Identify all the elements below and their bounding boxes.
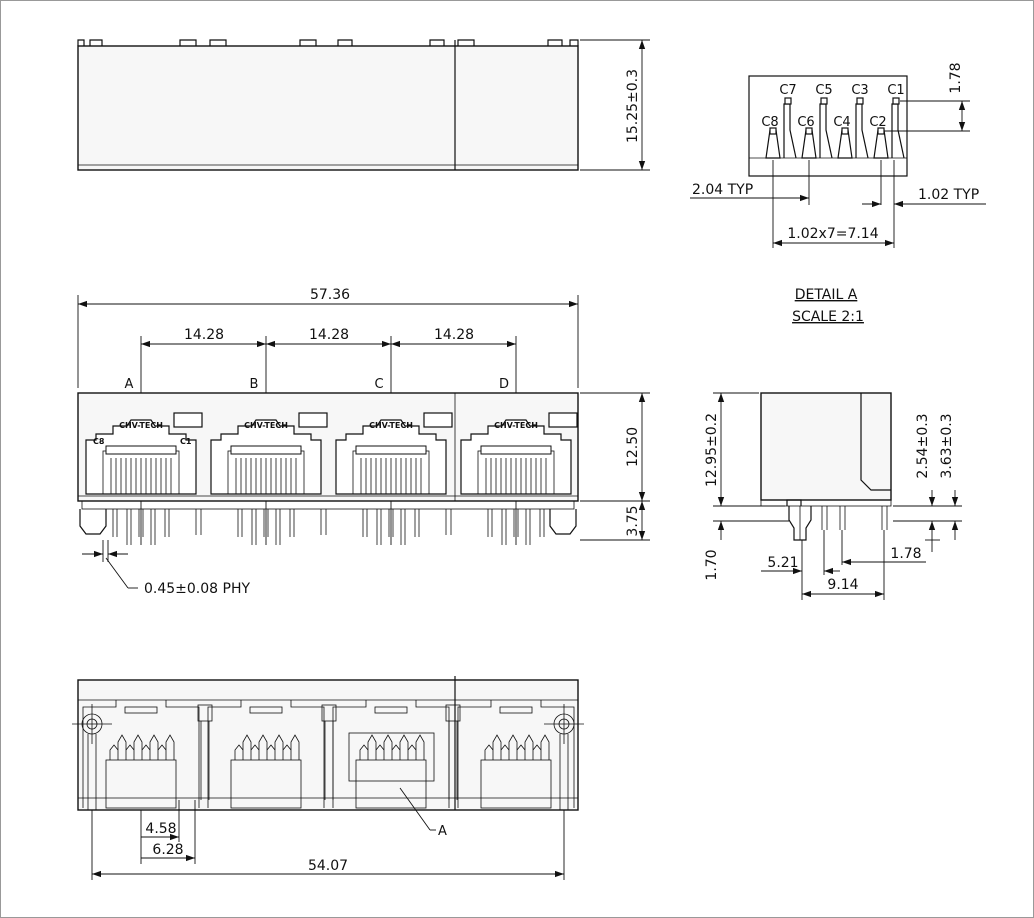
edge-label-c1: C1 <box>180 437 192 446</box>
contact-label-c2: C2 <box>869 115 886 130</box>
dim-pitch-1: 14.28 <box>184 327 224 343</box>
dim-bottom-a: 4.58 <box>145 821 176 837</box>
side-view: 12.95±0.2 1.70 2.54±0.3 3.63±0.3 5.21 1.… <box>704 392 962 600</box>
dim-side-height: 12.95±0.2 <box>704 413 720 487</box>
contact-label-c8: C8 <box>761 115 778 130</box>
dim-pin-dia: 0.45±0.08 PHY <box>144 581 250 597</box>
port-label-b: B <box>250 377 259 392</box>
contact-label-c7: C7 <box>779 83 796 98</box>
contact-label-c4: C4 <box>833 115 850 130</box>
dim-detail-typ-left: 2.04 TYP <box>692 182 753 198</box>
dim-pin-length: 3.75 <box>625 505 641 536</box>
dim-side-offset-1: 2.54±0.3 <box>915 413 931 478</box>
detail-title: DETAIL A <box>795 287 858 303</box>
contact-label-c1: C1 <box>887 83 904 98</box>
dim-front-height: 12.50 <box>625 427 641 467</box>
port-label-d: D <box>499 377 509 392</box>
port-label-c: C <box>374 377 383 392</box>
top-view: 15.25±0.3 <box>77 39 650 171</box>
detail-scale: SCALE 2:1 <box>792 309 864 325</box>
contact-label-c3: C3 <box>851 83 868 98</box>
dim-side-pin-c: 1.78 <box>890 546 921 562</box>
contact-label-c5: C5 <box>815 83 832 98</box>
dim-detail-span: 1.02x7=7.14 <box>787 226 878 242</box>
detail-callout-a: A <box>438 824 447 839</box>
dim-bottom-b: 6.28 <box>152 842 183 858</box>
dim-detail-row-label: 1.78 <box>948 62 964 93</box>
brand-mark-c: CHV-TECH <box>369 421 413 430</box>
brand-mark-a: CHV-TECH <box>119 421 163 430</box>
dim-side-pin-a: 5.21 <box>767 555 798 571</box>
dim-overall-width: 57.36 <box>310 287 350 303</box>
dim-height-top: 15.25±0.3 <box>625 69 641 143</box>
bottom-view: A 4.58 6.28 54.07 <box>72 676 584 880</box>
detail-a-view: C7 C5 C3 C1 C8 C6 C4 C2 1.78 2.04 TYP 1.… <box>690 62 986 325</box>
contact-label-c6: C6 <box>797 115 814 130</box>
dim-pitch-3: 14.28 <box>434 327 474 343</box>
brand-mark-d: CHV-TECH <box>494 421 538 430</box>
dim-side-offset-2: 3.63±0.3 <box>939 413 955 478</box>
dim-bottom-width: 54.07 <box>308 858 348 874</box>
dim-side-standoff: 1.70 <box>704 549 720 580</box>
dim-pitch-2: 14.28 <box>309 327 349 343</box>
edge-label-c8: C8 <box>93 437 105 446</box>
brand-mark-b: CHV-TECH <box>244 421 288 430</box>
dim-side-pin-b: 9.14 <box>827 577 858 593</box>
front-view: 57.36 14.28 14.28 14.28 A B C D CHV-TECH… <box>77 287 650 597</box>
dim-detail-typ-right: 1.02 TYP <box>918 187 979 203</box>
port-label-a: A <box>125 377 134 392</box>
